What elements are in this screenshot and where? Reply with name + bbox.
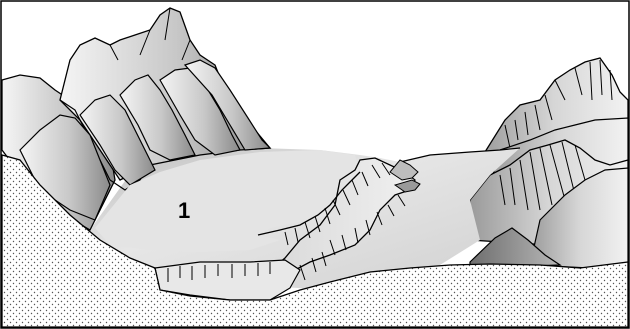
figure-label-1: 1	[178, 198, 190, 223]
